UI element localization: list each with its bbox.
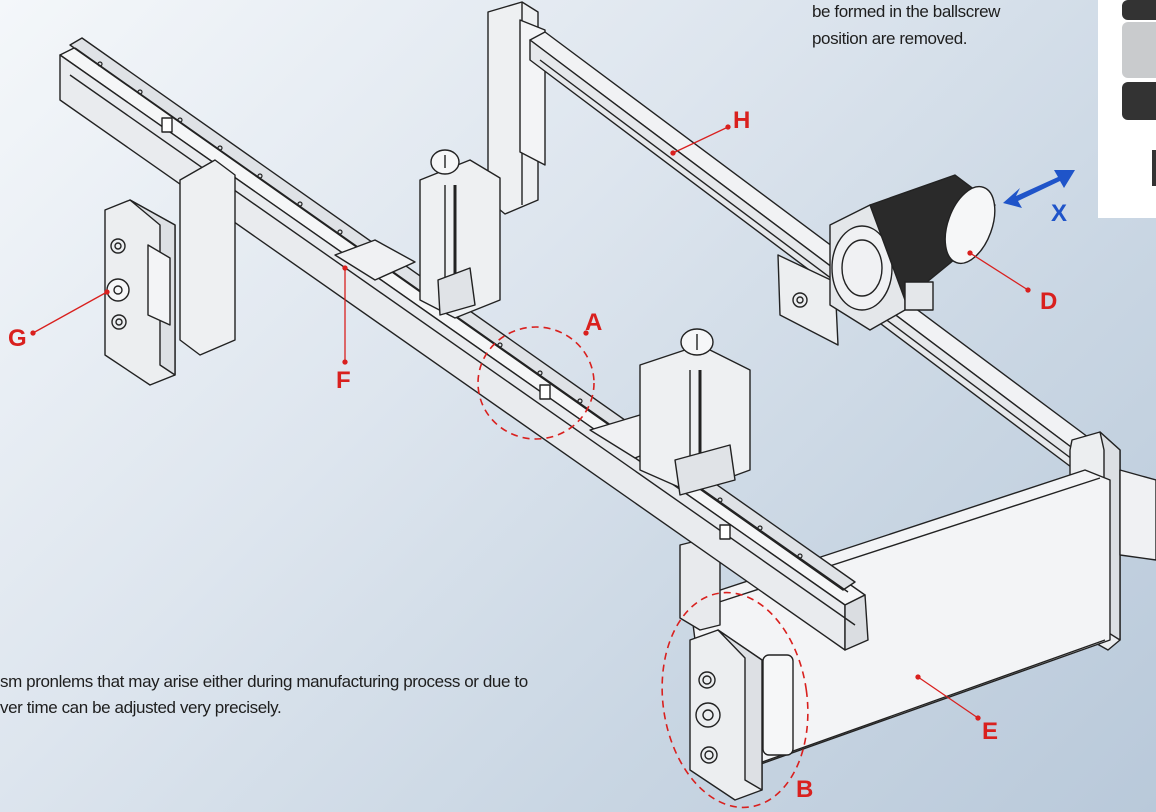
servo-motor xyxy=(777,174,996,346)
front-end-plate xyxy=(679,539,794,801)
highlight-circle-b xyxy=(661,591,809,809)
callout-label-a: A xyxy=(585,309,603,336)
note-top-line-2: position are removed. xyxy=(812,29,968,48)
note-bottom-line-2: ver time can be adjusted very precisely. xyxy=(0,698,282,717)
highlight-circles xyxy=(477,326,809,809)
highlight-circle-a xyxy=(477,326,595,440)
inset-bar-light xyxy=(1122,22,1156,78)
left-end-block xyxy=(104,159,236,386)
inset-bar-dark-1 xyxy=(1122,0,1156,20)
main-crossbeam xyxy=(59,44,869,651)
callout-label-b: B xyxy=(796,776,814,803)
note-bottom-line-1: sm pronlems that may arise either during… xyxy=(0,672,528,691)
callout-label-f: F xyxy=(336,367,351,394)
callout-label-e: E xyxy=(982,718,999,745)
inset-bar-dark-2 xyxy=(1122,82,1156,120)
callout-label-g: G xyxy=(8,325,27,352)
carriage-head-2 xyxy=(589,328,751,496)
callout-label-d: D xyxy=(1040,288,1058,315)
carriage-head-1 xyxy=(334,149,501,319)
note-top-line-1: be formed in the ballscrew xyxy=(812,2,1001,21)
inset-mark xyxy=(1152,150,1156,186)
callout-label-h: H xyxy=(733,107,751,134)
x-axis-arrow xyxy=(1003,170,1075,208)
axis-label-x: X xyxy=(1051,200,1068,227)
callout-leaders xyxy=(30,124,1031,721)
